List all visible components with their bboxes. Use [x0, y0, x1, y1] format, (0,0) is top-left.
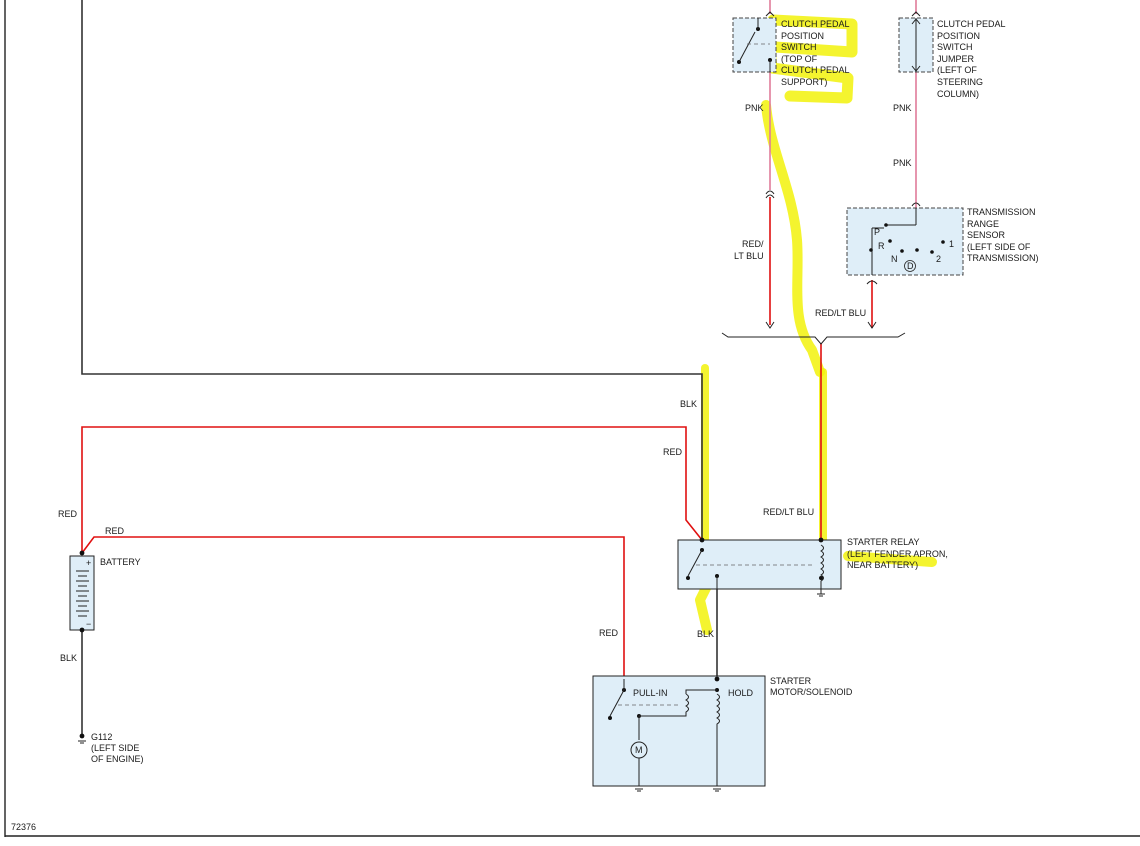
motor-symbol: M [635, 745, 643, 755]
trs-pos-2: 2 [936, 254, 941, 264]
trs-pos-d: D [907, 261, 914, 271]
trs-pos-n: N [891, 254, 898, 264]
arrow-left [765, 321, 775, 329]
label-pull-in: PULL-IN [633, 688, 668, 698]
wire-label-red-lt-blu-right: RED/LT BLU [815, 308, 866, 318]
wires [81, 0, 917, 736]
connector-clutch-top [765, 11, 775, 17]
wire-label-blk-top: BLK [680, 399, 697, 409]
label-starter-relay: STARTER RELAY (LEFT FENDER APRON, NEAR B… [847, 537, 950, 570]
relay-coil [820, 544, 824, 589]
wire-labels: PNK PNK PNK RED/ LT BLU RED/LT BLU RED/L… [58, 103, 912, 663]
battery: + − [69, 550, 95, 633]
trs-pos-1: 1 [949, 239, 954, 249]
wire-label-red-battery: RED [105, 526, 125, 536]
wire-red-top [81, 426, 703, 553]
relay-box [677, 539, 842, 590]
connector-trs-top [911, 202, 921, 207]
connector-clutch-lower [765, 190, 775, 195]
highlight-relay-label [843, 551, 937, 567]
trs-pos-p: P [874, 227, 880, 237]
clutch-pedal-switch [732, 17, 777, 73]
wire-label-blk-bottom: BLK [697, 629, 714, 639]
label-starter: STARTER MOTOR/SOLENOID [770, 676, 853, 697]
wire-blk-upper [81, 0, 703, 540]
ground-g112 [78, 733, 86, 744]
wire-label-red-lt-blu-relay: RED/LT BLU [763, 507, 814, 517]
battery-box [69, 555, 95, 631]
connector-trs-bottom [866, 280, 878, 285]
connector-jumper-top [911, 11, 921, 17]
wire-label-red-left: RED [58, 509, 78, 519]
diagram-id: 72376 [11, 822, 36, 832]
highlight-red-lt-blu-path [761, 100, 825, 377]
label-clutch-jumper: CLUTCH PEDAL POSITION SWITCH JUMPER (LEF… [937, 19, 1008, 99]
label-ground: G112 (LEFT SIDE OF ENGINE) [91, 732, 144, 764]
label-hold: HOLD [728, 688, 754, 698]
starter-motor-solenoid: M [592, 675, 766, 792]
starter-relay [677, 537, 842, 597]
clutch-pedal-jumper [898, 17, 934, 73]
wire-label-pnk-1: PNK [745, 103, 764, 113]
label-trs: TRANSMISSION RANGE SENSOR (LEFT SIDE OF … [967, 207, 1039, 263]
arrow-right [867, 321, 877, 329]
label-battery: BATTERY [100, 557, 141, 567]
splice-brace [721, 332, 906, 345]
wire-label-pnk-3: PNK [893, 158, 912, 168]
transmission-range-sensor: P R N D 2 1 [846, 207, 964, 276]
highlight-clutch-label-top [767, 14, 858, 58]
wire-label-red-lt-blu-left: RED/ LT BLU [734, 239, 766, 261]
svg-text:+: + [86, 558, 91, 568]
wire-red-starter [81, 536, 625, 679]
label-clutch-switch: CLUTCH PEDAL POSITION SWITCH (TOP OF CLU… [781, 19, 852, 87]
component-labels: CLUTCH PEDAL POSITION SWITCH (TOP OF CLU… [11, 19, 1039, 832]
wire-label-red-top: RED [663, 447, 683, 457]
wire-label-blk-battery: BLK [60, 653, 77, 663]
wire-label-pnk-2: PNK [893, 103, 912, 113]
wire-label-red-starter: RED [599, 628, 619, 638]
trs-pos-r: R [878, 241, 885, 251]
svg-text:−: − [86, 619, 91, 629]
connector-clutch-lower-2 [765, 194, 775, 199]
